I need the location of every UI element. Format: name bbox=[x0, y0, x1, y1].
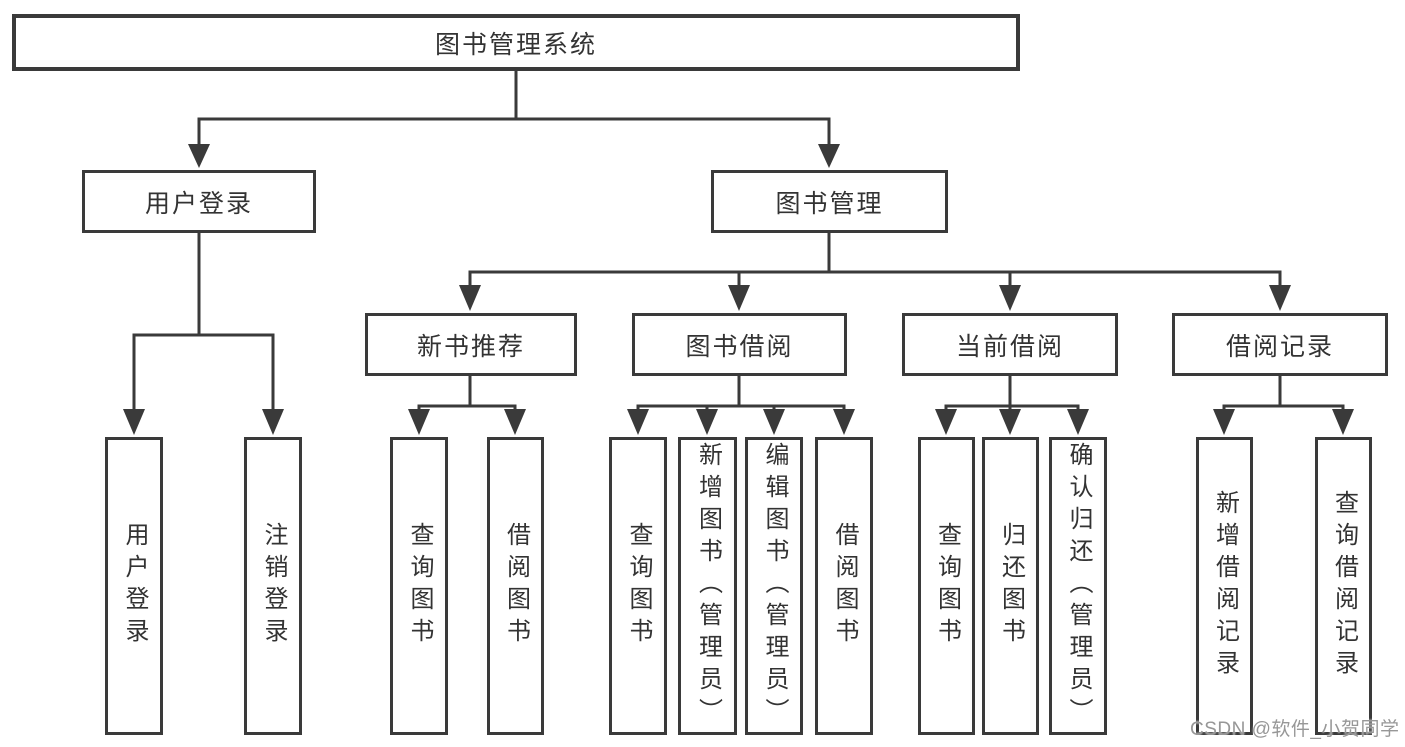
node-label: 归还图书 bbox=[997, 522, 1025, 650]
node-current-borrowing: 当前借阅 bbox=[902, 313, 1118, 376]
arrowhead-down bbox=[1067, 409, 1089, 435]
node-book-borrowing: 图书借阅 bbox=[632, 313, 847, 376]
node-label: 确认归还（管理员） bbox=[1065, 442, 1092, 730]
leaf-query-books: 查询图书 bbox=[390, 437, 448, 735]
arrowhead-down bbox=[999, 409, 1021, 435]
connector-user-login-to-children bbox=[132, 231, 275, 419]
node-label: 当前借阅 bbox=[955, 332, 1064, 361]
node-label: 新增借阅记录 bbox=[1211, 490, 1239, 682]
connector-book-borrowing-to-children bbox=[636, 374, 846, 419]
node-label: 借阅记录 bbox=[1225, 332, 1334, 361]
node-user-login: 用户登录 bbox=[82, 170, 316, 233]
leaf-borrow-books: 借阅图书 bbox=[487, 437, 544, 735]
node-book-management: 图书管理 bbox=[711, 170, 948, 233]
arrowhead-down bbox=[1213, 409, 1235, 435]
leaf-add-borrow-record: 新增借阅记录 bbox=[1196, 437, 1253, 735]
arrowhead-down bbox=[123, 409, 145, 435]
arrowhead-down bbox=[728, 285, 750, 311]
arrowhead-down bbox=[262, 409, 284, 435]
node-label: 借阅图书 bbox=[502, 522, 530, 650]
node-label: 查询图书 bbox=[933, 522, 961, 650]
leaf-borrow-books: 借阅图书 bbox=[815, 437, 873, 735]
arrowhead-down bbox=[818, 144, 840, 168]
node-label: 用户登录 bbox=[121, 522, 148, 650]
leaf-confirm-return-admin: 确认归还（管理员） bbox=[1049, 437, 1107, 735]
arrowhead-down bbox=[935, 409, 957, 435]
leaf-logout: 注销登录 bbox=[244, 437, 302, 735]
leaf-return-books: 归还图书 bbox=[982, 437, 1039, 735]
connector-borrowing-records-to-children bbox=[1222, 374, 1345, 419]
arrowhead-down bbox=[1332, 409, 1354, 435]
arrowhead-down bbox=[833, 409, 855, 435]
node-label: 编辑图书（管理员） bbox=[761, 442, 788, 730]
node-label: 新书推荐 bbox=[416, 332, 525, 361]
node-label: 用户登录 bbox=[144, 189, 253, 218]
watermark: CSDN @软件_小贺同学 bbox=[1190, 719, 1400, 740]
leaf-query-books: 查询图书 bbox=[609, 437, 667, 735]
node-label: 查询借阅记录 bbox=[1330, 490, 1358, 682]
node-label: 图书借阅 bbox=[685, 332, 794, 361]
node-label: 借阅图书 bbox=[831, 522, 858, 650]
node-label: 图书管理 bbox=[775, 189, 884, 218]
connector-new-book-recommendation-to-children bbox=[417, 374, 517, 419]
leaf-user-login: 用户登录 bbox=[105, 437, 163, 735]
node-new-book-recommendation: 新书推荐 bbox=[365, 313, 577, 376]
node-label: 图书管理系统 bbox=[434, 30, 597, 59]
arrowhead-down bbox=[1269, 285, 1291, 311]
node-label: 注销登录 bbox=[260, 522, 287, 650]
arrowhead-down bbox=[999, 285, 1021, 311]
arrowhead-down bbox=[459, 285, 481, 311]
arrowhead-down bbox=[504, 409, 526, 435]
connector-book-management-to-sections bbox=[468, 231, 1282, 295]
node-label: 查询图书 bbox=[406, 522, 433, 650]
leaf-query-borrow-record: 查询借阅记录 bbox=[1315, 437, 1372, 735]
arrowhead-down bbox=[408, 409, 430, 435]
node-label: 新增图书（管理员） bbox=[694, 442, 722, 730]
arrowhead-down bbox=[696, 409, 718, 435]
leaf-add-book-admin: 新增图书（管理员） bbox=[678, 437, 737, 735]
arrowhead-down bbox=[188, 144, 210, 168]
leaf-query-books: 查询图书 bbox=[918, 437, 975, 735]
arrowhead-down bbox=[627, 409, 649, 435]
arrowhead-down bbox=[763, 409, 785, 435]
leaf-edit-book-admin: 编辑图书（管理员） bbox=[745, 437, 803, 735]
node-library-management-system: 图书管理系统 bbox=[12, 14, 1020, 71]
connector-root-to-branches bbox=[197, 68, 831, 152]
node-label: 查询图书 bbox=[625, 522, 652, 650]
node-borrowing-records: 借阅记录 bbox=[1172, 313, 1388, 376]
